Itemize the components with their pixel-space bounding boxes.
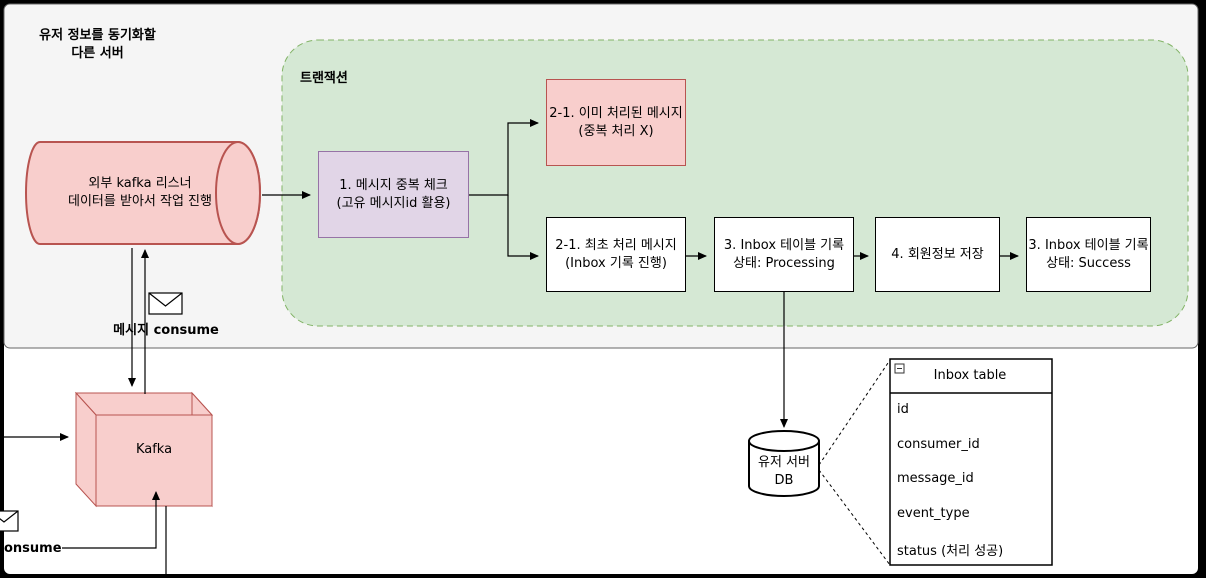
listener-label: 외부 kafka 리스너 데이터를 받아서 작업 진행 — [68, 176, 212, 209]
minus-square-icon[interactable] — [894, 363, 905, 374]
inbox-success-box: 3. Inbox 테이블 기록 상태: Success — [1026, 217, 1151, 292]
table-link-lines — [818, 359, 891, 566]
inbox-processing-box: 3. Inbox 테이블 기록 상태: Processing — [714, 217, 854, 292]
envelope-icon — [148, 292, 183, 315]
consume-label: 메시지 consume — [113, 323, 219, 338]
transaction-title: 트랜잭션 — [300, 71, 348, 86]
dup-check-box: 1. 메시지 중복 체크 (고유 메시지id 활용) — [318, 151, 469, 238]
already-processed-box: 2-1. 이미 처리된 메시지 (중복 처리 X) — [546, 79, 686, 166]
table-row: status (처리 성공) — [897, 544, 1004, 559]
consume-label-2: onsume — [4, 540, 62, 558]
table-row: id — [897, 402, 909, 417]
table-row: message_id — [897, 471, 974, 486]
table-row: event_type — [897, 506, 970, 521]
connectors — [4, 119, 1019, 574]
first-processed-box: 2-1. 최초 처리 메시지 (Inbox 기록 진행) — [546, 217, 686, 292]
table-row: consumer_id — [897, 437, 980, 452]
db-label: 유저 서버 DB — [758, 455, 810, 488]
panel-title: 유저 정보를 동기화할 다른 서버 — [39, 28, 156, 61]
kafka-box-shape — [74, 391, 214, 508]
save-member-box: 4. 회원정보 저장 — [875, 217, 1000, 292]
db-cylinder — [748, 430, 820, 497]
listener-cylinder — [25, 141, 261, 245]
kafka-label: Kafka — [135, 442, 173, 457]
inbox-table-title: Inbox table — [933, 368, 1007, 383]
inbox-table-frame — [889, 358, 1053, 566]
envelope-icon — [0, 510, 19, 532]
